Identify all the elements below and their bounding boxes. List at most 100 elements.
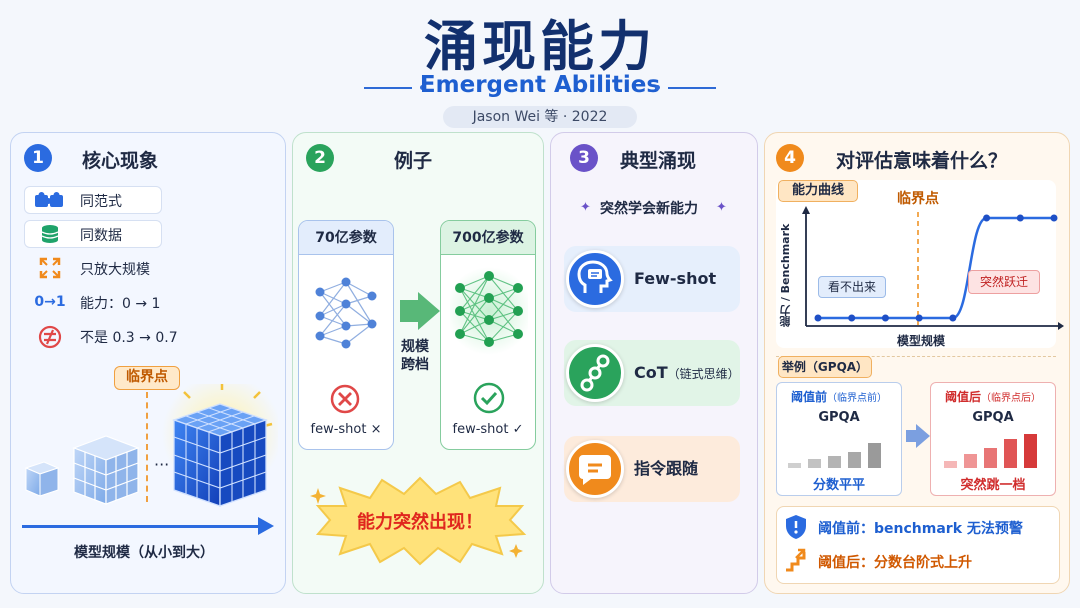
data-point [983, 214, 991, 222]
list-item: 不是 0.3 → 0.7 [24, 322, 264, 350]
panel2-number: 2 [306, 144, 334, 172]
expand-icon [28, 257, 72, 279]
chain-icon [566, 344, 624, 402]
bar [788, 462, 801, 468]
small-model-box: 70亿参数 [298, 220, 394, 450]
before-caption: 分数平平 [812, 478, 865, 493]
scale-arrowhead [258, 517, 274, 535]
after-title: 阈值后（临界点后） [930, 388, 1056, 405]
after-title-main: 阈值后 [944, 390, 981, 404]
bar [868, 442, 881, 468]
data-point [848, 314, 856, 322]
after-caption: 突然跳一档 [960, 478, 1026, 493]
scale-cubes: ··· [24, 384, 278, 507]
bar [828, 456, 841, 468]
before-title-sub: （临界点前） [827, 393, 887, 404]
scale-jump-arrow [400, 300, 420, 322]
compare-arrow [906, 430, 918, 442]
panel3-banner: 突然学会新能力 [600, 201, 698, 217]
panel1-title: 核心现象 [82, 150, 159, 172]
summary-before: 阈值前：benchmark 无法预警 [818, 521, 1023, 537]
bar [848, 451, 861, 468]
author-badge: Jason Wei 等 · 2022 [443, 106, 637, 128]
card-instruction-following: 指令跟随 [564, 436, 740, 502]
divider-left [364, 87, 412, 89]
card-label: Few-shot [634, 269, 717, 288]
bar [984, 448, 997, 468]
example-tag: 举例（GPQA） [778, 356, 872, 378]
compare-arrowhead [916, 424, 930, 448]
data-point [1050, 214, 1058, 222]
bar [964, 453, 977, 468]
list-item-label: 只放大规模 [80, 262, 150, 278]
arrow-label-scale: 规模 [401, 339, 429, 355]
before-title-main: 阈值前 [790, 390, 827, 404]
large-model-header: 700亿参数 [441, 221, 535, 255]
sparkle-icon: ✦ [716, 200, 727, 215]
note-jump: 突然跃迁 [968, 270, 1040, 294]
emergence-curve-chart [802, 206, 1064, 330]
cube-large [172, 403, 268, 507]
data-point [1016, 214, 1024, 222]
scale-axis-label: 模型规模（从小到大） [74, 545, 214, 561]
critical-point-label: 临界点 [897, 191, 939, 207]
before-title: 阈值前（临界点前） [776, 388, 902, 405]
not-equal-icon [28, 325, 72, 349]
page-subtitle: Emergent Abilities [419, 72, 661, 98]
section-divider [776, 356, 1056, 357]
chat-bubble-icon [566, 440, 624, 498]
panel4-title: 对评估意味着什么？ [836, 150, 1008, 172]
panel3-title: 典型涌现 [620, 150, 697, 172]
list-item-label: 能力：0 → 1 [80, 296, 161, 312]
scale-jump-arrowhead [418, 292, 440, 330]
neural-net-small [315, 277, 377, 349]
panel3-number: 3 [570, 144, 598, 172]
before-bars [788, 432, 888, 468]
list-item: 同数据 [24, 220, 264, 248]
y-axis-arrow [802, 206, 810, 214]
card-label: 指令跟随 [634, 459, 699, 478]
critical-point-tag: 临界点 [114, 366, 180, 390]
series-line [818, 216, 1054, 320]
bar [944, 460, 957, 468]
before-benchmark-name: GPQA [818, 410, 860, 425]
before-threshold-card [776, 382, 902, 496]
note-flat: 看不出来 [818, 276, 886, 298]
list-item-label: 不是 0.3 → 0.7 [80, 330, 178, 346]
zero-to-one-label: 0→1 [34, 294, 66, 310]
data-point [881, 314, 889, 322]
card-label-main: CoT [634, 363, 668, 382]
curve-ylabel: 能力 / Benchmark [779, 223, 792, 327]
check-icon [473, 382, 505, 414]
bar [1004, 439, 1017, 468]
small-model-result: few-shot × [310, 422, 382, 437]
cube-small [24, 461, 60, 497]
bar [1024, 433, 1037, 468]
brain-head-icon [566, 250, 624, 308]
card-few-shot: Few-shot [564, 246, 740, 312]
curve-xlabel: 模型规模 [897, 334, 946, 348]
panel4-number: 4 [776, 144, 804, 172]
x-axis-arrow [1058, 322, 1064, 330]
burst-shape [310, 476, 527, 566]
database-icon [28, 223, 72, 245]
curve-card [776, 180, 1056, 348]
stairs-up-icon [786, 548, 806, 572]
panel2-title: 例子 [394, 150, 433, 172]
divider-dot-left [420, 85, 425, 90]
list-item-label: 同数据 [80, 228, 122, 244]
data-point [949, 314, 957, 322]
curve-tag: 能力曲线 [778, 180, 858, 202]
list-item: 同范式 [24, 186, 264, 214]
puzzle-icon [28, 189, 72, 211]
data-point [814, 314, 822, 322]
large-model-result: few-shot ✓ [452, 422, 524, 437]
burst-label: 能力突然出现！ [357, 512, 483, 533]
page-title: 涌现能力 [424, 15, 656, 78]
bar [808, 459, 821, 468]
after-benchmark-name: GPQA [972, 410, 1014, 425]
small-model-header: 70亿参数 [299, 221, 393, 255]
divider-right [668, 87, 716, 89]
card-label: CoT（链式思维） [634, 340, 740, 406]
ellipsis: ··· [154, 455, 169, 474]
